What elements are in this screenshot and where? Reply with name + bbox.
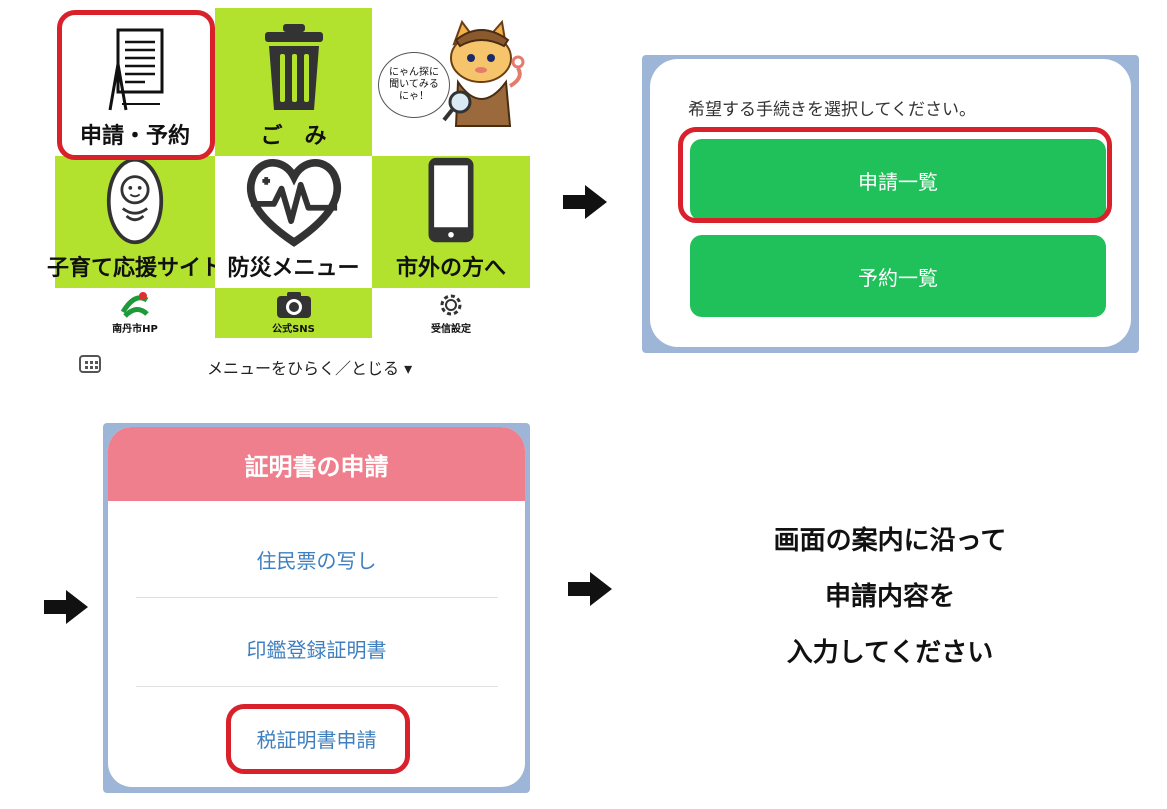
tile-disaster-label: 防災メニュー bbox=[227, 256, 360, 281]
certificate-panel-title: 証明書の申請 bbox=[108, 427, 525, 501]
menu-toggle-bar[interactable]: メニューをひらく／とじる ▾ bbox=[75, 350, 435, 386]
tile-mascot-chat[interactable]: にゃん探に 聞いてみる にゃ！ bbox=[372, 8, 530, 156]
certificate-application-card: 証明書の申請 住民票の写し 印鑑登録証明書 税証明書申請 bbox=[108, 427, 525, 787]
application-list-button[interactable]: 申請一覧 bbox=[690, 139, 1106, 221]
arrow-right-icon bbox=[568, 572, 612, 606]
arrow-right-icon bbox=[563, 185, 607, 219]
tile-childcare-site[interactable]: 子育て応援サイト bbox=[47, 156, 223, 288]
highlight-tax-certificate bbox=[226, 704, 410, 774]
tile-city-homepage[interactable]: 南丹市HP bbox=[55, 288, 215, 338]
mascot-speech-bubble: にゃん探に 聞いてみる にゃ！ bbox=[378, 52, 450, 118]
tile-apply-reserve-label: 申請・予約 bbox=[79, 124, 190, 149]
menu-toggle-label: メニューをひらく／とじる ▾ bbox=[207, 359, 413, 378]
tile-non-residents-label: 市外の方へ bbox=[395, 256, 506, 281]
procedure-select-card: 希望する手続きを選択してください。 申請一覧 予約一覧 bbox=[650, 59, 1131, 347]
instruction-line-3: 入力してください bbox=[786, 638, 994, 668]
city-logo-icon bbox=[120, 292, 149, 318]
arrow-right-icon bbox=[44, 590, 88, 624]
tile-garbage-label: ご み bbox=[260, 124, 327, 149]
procedure-prompt: 希望する手続きを選択してください。 bbox=[688, 100, 976, 120]
procedure-select-panel: 希望する手続きを選択してください。 申請一覧 予約一覧 bbox=[642, 55, 1139, 353]
camera-icon bbox=[276, 292, 311, 318]
detective-cat-icon bbox=[442, 19, 525, 127]
notification-settings-label: 受信設定 bbox=[431, 324, 471, 335]
tile-disaster-menu[interactable]: 防災メニュー bbox=[215, 156, 372, 288]
seal-certificate-link[interactable]: 印鑑登録証明書 bbox=[246, 638, 387, 662]
certificate-application-panel: 証明書の申請 住民票の写し 印鑑登録証明書 税証明書申請 bbox=[103, 423, 530, 793]
resident-certificate-link[interactable]: 住民票の写し bbox=[256, 549, 377, 573]
tile-apply-reserve[interactable]: 申請・予約 bbox=[55, 8, 215, 156]
tile-non-residents[interactable]: 市外の方へ bbox=[372, 156, 530, 288]
instruction-line-2: 申請内容を bbox=[824, 582, 955, 612]
heart-pulse-icon bbox=[246, 159, 341, 247]
reservation-list-button[interactable]: 予約一覧 bbox=[690, 235, 1106, 317]
tile-garbage[interactable]: ご み bbox=[215, 8, 372, 156]
keyboard-icon bbox=[79, 355, 101, 373]
city-homepage-label: 南丹市HP bbox=[112, 324, 158, 335]
gear-icon bbox=[440, 294, 462, 316]
rich-menu: 申請・予約 ご み にゃん探に 聞いてみる にゃ！ bbox=[47, 8, 530, 338]
baby-icon bbox=[106, 157, 164, 245]
tile-childcare-label: 子育て応援サイト bbox=[47, 256, 224, 281]
highlight-application-list bbox=[678, 127, 1112, 223]
trash-can-icon bbox=[264, 24, 323, 110]
tile-notification-settings[interactable]: 受信設定 bbox=[372, 288, 530, 338]
official-sns-label: 公式SNS bbox=[272, 324, 315, 335]
document-icon bbox=[108, 28, 164, 111]
highlight-apply-reserve bbox=[57, 10, 215, 160]
instruction-line-1: 画面の案内に沿って bbox=[773, 526, 1007, 556]
divider bbox=[136, 686, 498, 687]
tile-official-sns[interactable]: 公式SNS bbox=[215, 288, 372, 338]
divider bbox=[136, 597, 498, 598]
smartphone-icon bbox=[428, 157, 474, 243]
tax-certificate-link[interactable]: 税証明書申請 bbox=[256, 728, 377, 752]
